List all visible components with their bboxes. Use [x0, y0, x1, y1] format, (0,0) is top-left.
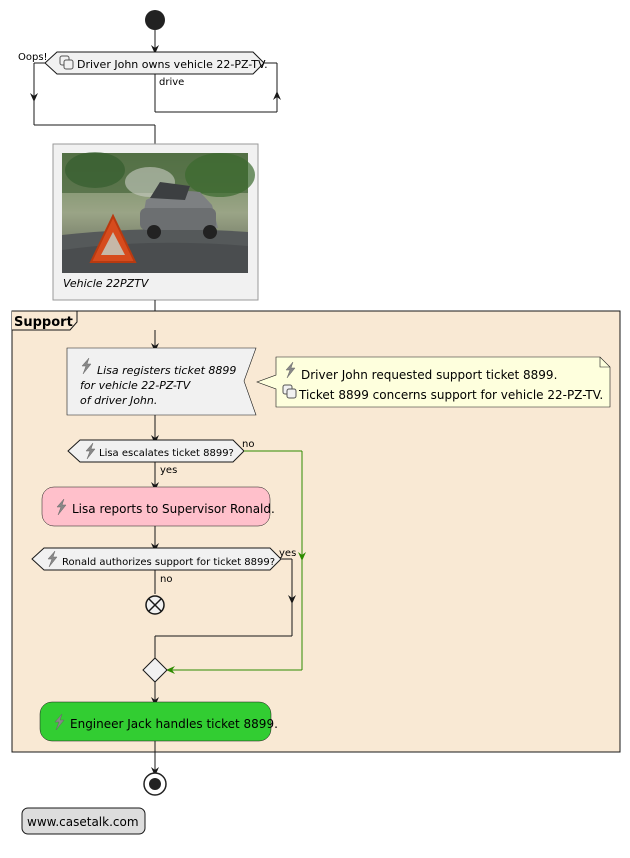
flow-final-node [145, 595, 165, 615]
loop-forward-label: drive [159, 77, 184, 88]
footer-link-text: www.casetalk.com [27, 815, 139, 829]
partition-title: Support [14, 315, 73, 330]
register-line-3: of driver John. [80, 394, 157, 407]
register-line-1: Lisa registers ticket 8899 [97, 364, 236, 377]
comment-line-1: Driver John requested support ticket 889… [301, 368, 557, 382]
authorize-yes-label: yes [279, 548, 296, 559]
authorize-question: Ronald authorizes support for ticket 889… [62, 557, 275, 568]
escalate-question: Lisa escalates ticket 8899? [99, 448, 234, 459]
loop-condition: Driver John owns vehicle 22-PZ-TV. [44, 51, 268, 75]
comment-note: Driver John requested support ticket 889… [256, 356, 611, 408]
register-line-2: for vehicle 22-PZ-TV [80, 379, 192, 392]
vehicle-photo [62, 152, 255, 273]
end-node [143, 772, 167, 796]
authorize-decision: Ronald authorizes support for ticket 889… [31, 547, 282, 571]
escalate-decision: Lisa escalates ticket 8899? [67, 439, 245, 463]
escalate-yes-label: yes [160, 465, 177, 476]
loop-back-label: Oops! [18, 52, 48, 63]
footer-link[interactable]: www.casetalk.com [21, 807, 146, 835]
vehicle-caption: Vehicle 22PZTV [63, 277, 150, 290]
handle-label: Engineer Jack handles ticket 8899. [70, 717, 278, 731]
loop-condition-label: Driver John owns vehicle 22-PZ-TV. [77, 58, 268, 71]
report-activity: Lisa reports to Supervisor Ronald. [41, 486, 275, 527]
comment-line-2: Ticket 8899 concerns support for vehicle… [298, 388, 603, 402]
escalate-no-label: no [242, 439, 254, 450]
start-node [145, 10, 165, 30]
handle-activity: Engineer Jack handles ticket 8899. [39, 701, 278, 742]
register-activity: Lisa registers ticket 8899 for vehicle 2… [66, 347, 257, 416]
authorize-no-label: no [160, 574, 172, 585]
report-label: Lisa reports to Supervisor Ronald. [72, 502, 275, 516]
vehicle-image-box: Vehicle 22PZTV [52, 143, 259, 301]
